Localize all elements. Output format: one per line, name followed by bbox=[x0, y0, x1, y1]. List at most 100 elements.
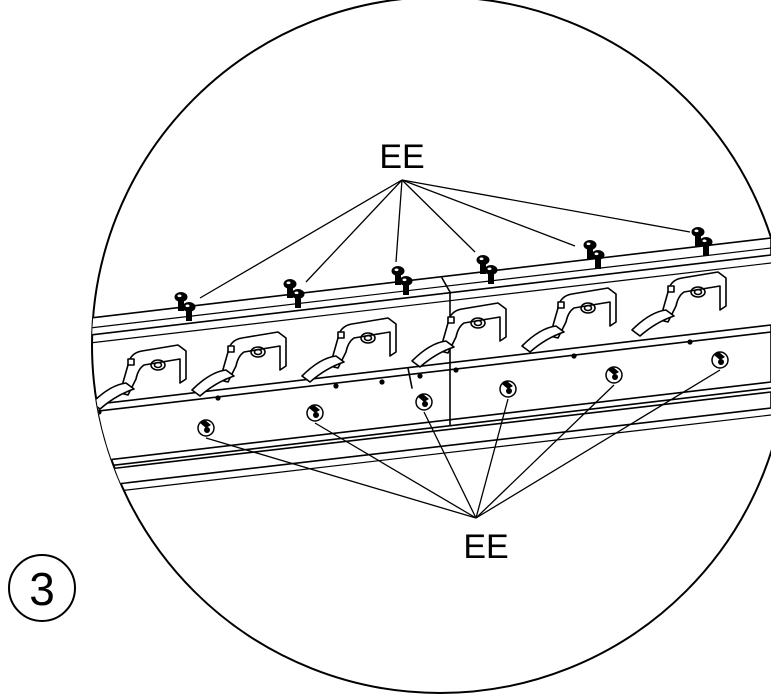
top-fastener-screw bbox=[182, 302, 196, 321]
screw-head bbox=[182, 302, 196, 312]
bottom-fastener-core bbox=[204, 427, 210, 433]
bottom-leader-line bbox=[423, 411, 477, 519]
rivet-dot bbox=[379, 379, 385, 385]
bracket-hole bbox=[470, 317, 486, 329]
screw-shank bbox=[488, 272, 494, 284]
top-rail-edge bbox=[92, 247, 771, 329]
bracket-row bbox=[92, 271, 727, 410]
bracket bbox=[301, 317, 397, 383]
top-leader-line bbox=[305, 179, 403, 283]
bracket-body bbox=[439, 302, 507, 354]
bracket-tab bbox=[227, 345, 235, 353]
bracket-tab bbox=[447, 316, 455, 324]
step-number-text: 3 bbox=[29, 563, 55, 615]
top-fastener-screw bbox=[399, 276, 413, 295]
top-leader-line bbox=[395, 179, 403, 263]
bracket-hole-inner bbox=[153, 361, 163, 369]
bracket-hole bbox=[690, 286, 706, 298]
bracket bbox=[521, 287, 617, 353]
bottom-fastener-head bbox=[714, 352, 725, 360]
step-number-badge: 3 bbox=[8, 554, 76, 622]
front-plate-bottom-edge bbox=[92, 387, 771, 469]
screw-head bbox=[291, 289, 305, 299]
screw-head bbox=[391, 266, 405, 276]
screw-head bbox=[583, 240, 597, 250]
bracket-hole bbox=[580, 302, 596, 314]
bracket-hole bbox=[250, 346, 266, 358]
bracket bbox=[92, 344, 187, 410]
bracket-body bbox=[549, 287, 617, 339]
top-fastener-screw bbox=[699, 237, 713, 256]
bracket-hole bbox=[360, 332, 376, 344]
bracket bbox=[631, 271, 727, 337]
top-fastener-pair bbox=[583, 240, 605, 269]
bottom-fastener-core bbox=[313, 412, 319, 418]
bracket-lever bbox=[92, 382, 135, 410]
top-fastener-screw bbox=[283, 279, 297, 298]
screw-head bbox=[484, 265, 498, 275]
screw-shank bbox=[186, 309, 192, 321]
screw-highlight bbox=[694, 229, 699, 233]
bottom-leader-line bbox=[475, 369, 721, 519]
bottom-leader-line bbox=[475, 398, 509, 519]
bracket-hole-inner bbox=[363, 334, 373, 342]
bottom-leader-line bbox=[205, 437, 477, 519]
rivet-dot bbox=[215, 395, 221, 401]
bracket-hole-inner bbox=[253, 348, 263, 356]
bottom-fastener-head bbox=[309, 405, 320, 413]
screw-highlight bbox=[702, 239, 707, 243]
bracket-body bbox=[219, 331, 287, 383]
splice-seam-top bbox=[441, 277, 451, 293]
screw-highlight bbox=[594, 252, 599, 256]
front-plate bbox=[92, 324, 771, 463]
bottom-leader-line bbox=[475, 384, 615, 519]
bracket-lever bbox=[191, 369, 235, 397]
rivet-dot bbox=[417, 373, 423, 379]
bracket-hole-inner bbox=[583, 304, 593, 312]
bottom-fastener-head bbox=[608, 367, 619, 375]
bottom-fastener bbox=[197, 419, 215, 437]
bottom-fastener bbox=[605, 366, 623, 384]
rivet-dot bbox=[571, 353, 577, 359]
screw-head bbox=[174, 292, 188, 302]
bracket-lever bbox=[301, 355, 345, 383]
bottom-fastener-core bbox=[422, 401, 428, 407]
screw-highlight bbox=[177, 294, 182, 298]
bracket-body bbox=[659, 271, 727, 323]
screw-shank bbox=[395, 273, 401, 285]
bottom-fastener-row bbox=[197, 351, 729, 437]
bracket-hole bbox=[150, 359, 166, 371]
screw-shank bbox=[595, 257, 601, 269]
top-fastener-screw bbox=[484, 265, 498, 284]
top-fastener-pair bbox=[391, 266, 413, 295]
rivet-dot bbox=[687, 339, 693, 345]
top-callout-label: EE bbox=[379, 138, 424, 176]
bracket-tab bbox=[127, 358, 135, 366]
bottom-fastener-head bbox=[418, 394, 429, 402]
bracket-tab bbox=[557, 301, 565, 309]
bottom-leader-line bbox=[314, 422, 477, 519]
top-fastener-pair bbox=[174, 292, 196, 321]
screw-shank bbox=[287, 286, 293, 298]
bottom-callout-label: EE bbox=[463, 528, 508, 566]
screw-head bbox=[699, 237, 713, 247]
rail-assembly bbox=[92, 227, 771, 493]
bottom-fastener-core bbox=[612, 374, 618, 380]
screw-highlight bbox=[394, 268, 399, 272]
bracket-lever bbox=[631, 309, 675, 337]
screw-highlight bbox=[487, 267, 492, 271]
bracket-lever bbox=[521, 325, 565, 353]
screw-highlight bbox=[185, 304, 190, 308]
bracket-hole-inner bbox=[473, 319, 483, 327]
bracket-lever bbox=[411, 340, 455, 368]
screw-shank bbox=[403, 283, 409, 295]
screw-head bbox=[476, 255, 490, 265]
bracket bbox=[411, 302, 507, 368]
bottom-fastener-core bbox=[718, 359, 724, 365]
step-number-circle bbox=[8, 554, 76, 622]
screw-shank bbox=[178, 299, 184, 311]
bottom-fastener bbox=[415, 393, 433, 411]
top-fastener-pair bbox=[283, 279, 305, 308]
top-fastener-row bbox=[174, 227, 713, 321]
bracket-hole-inner bbox=[693, 288, 703, 296]
